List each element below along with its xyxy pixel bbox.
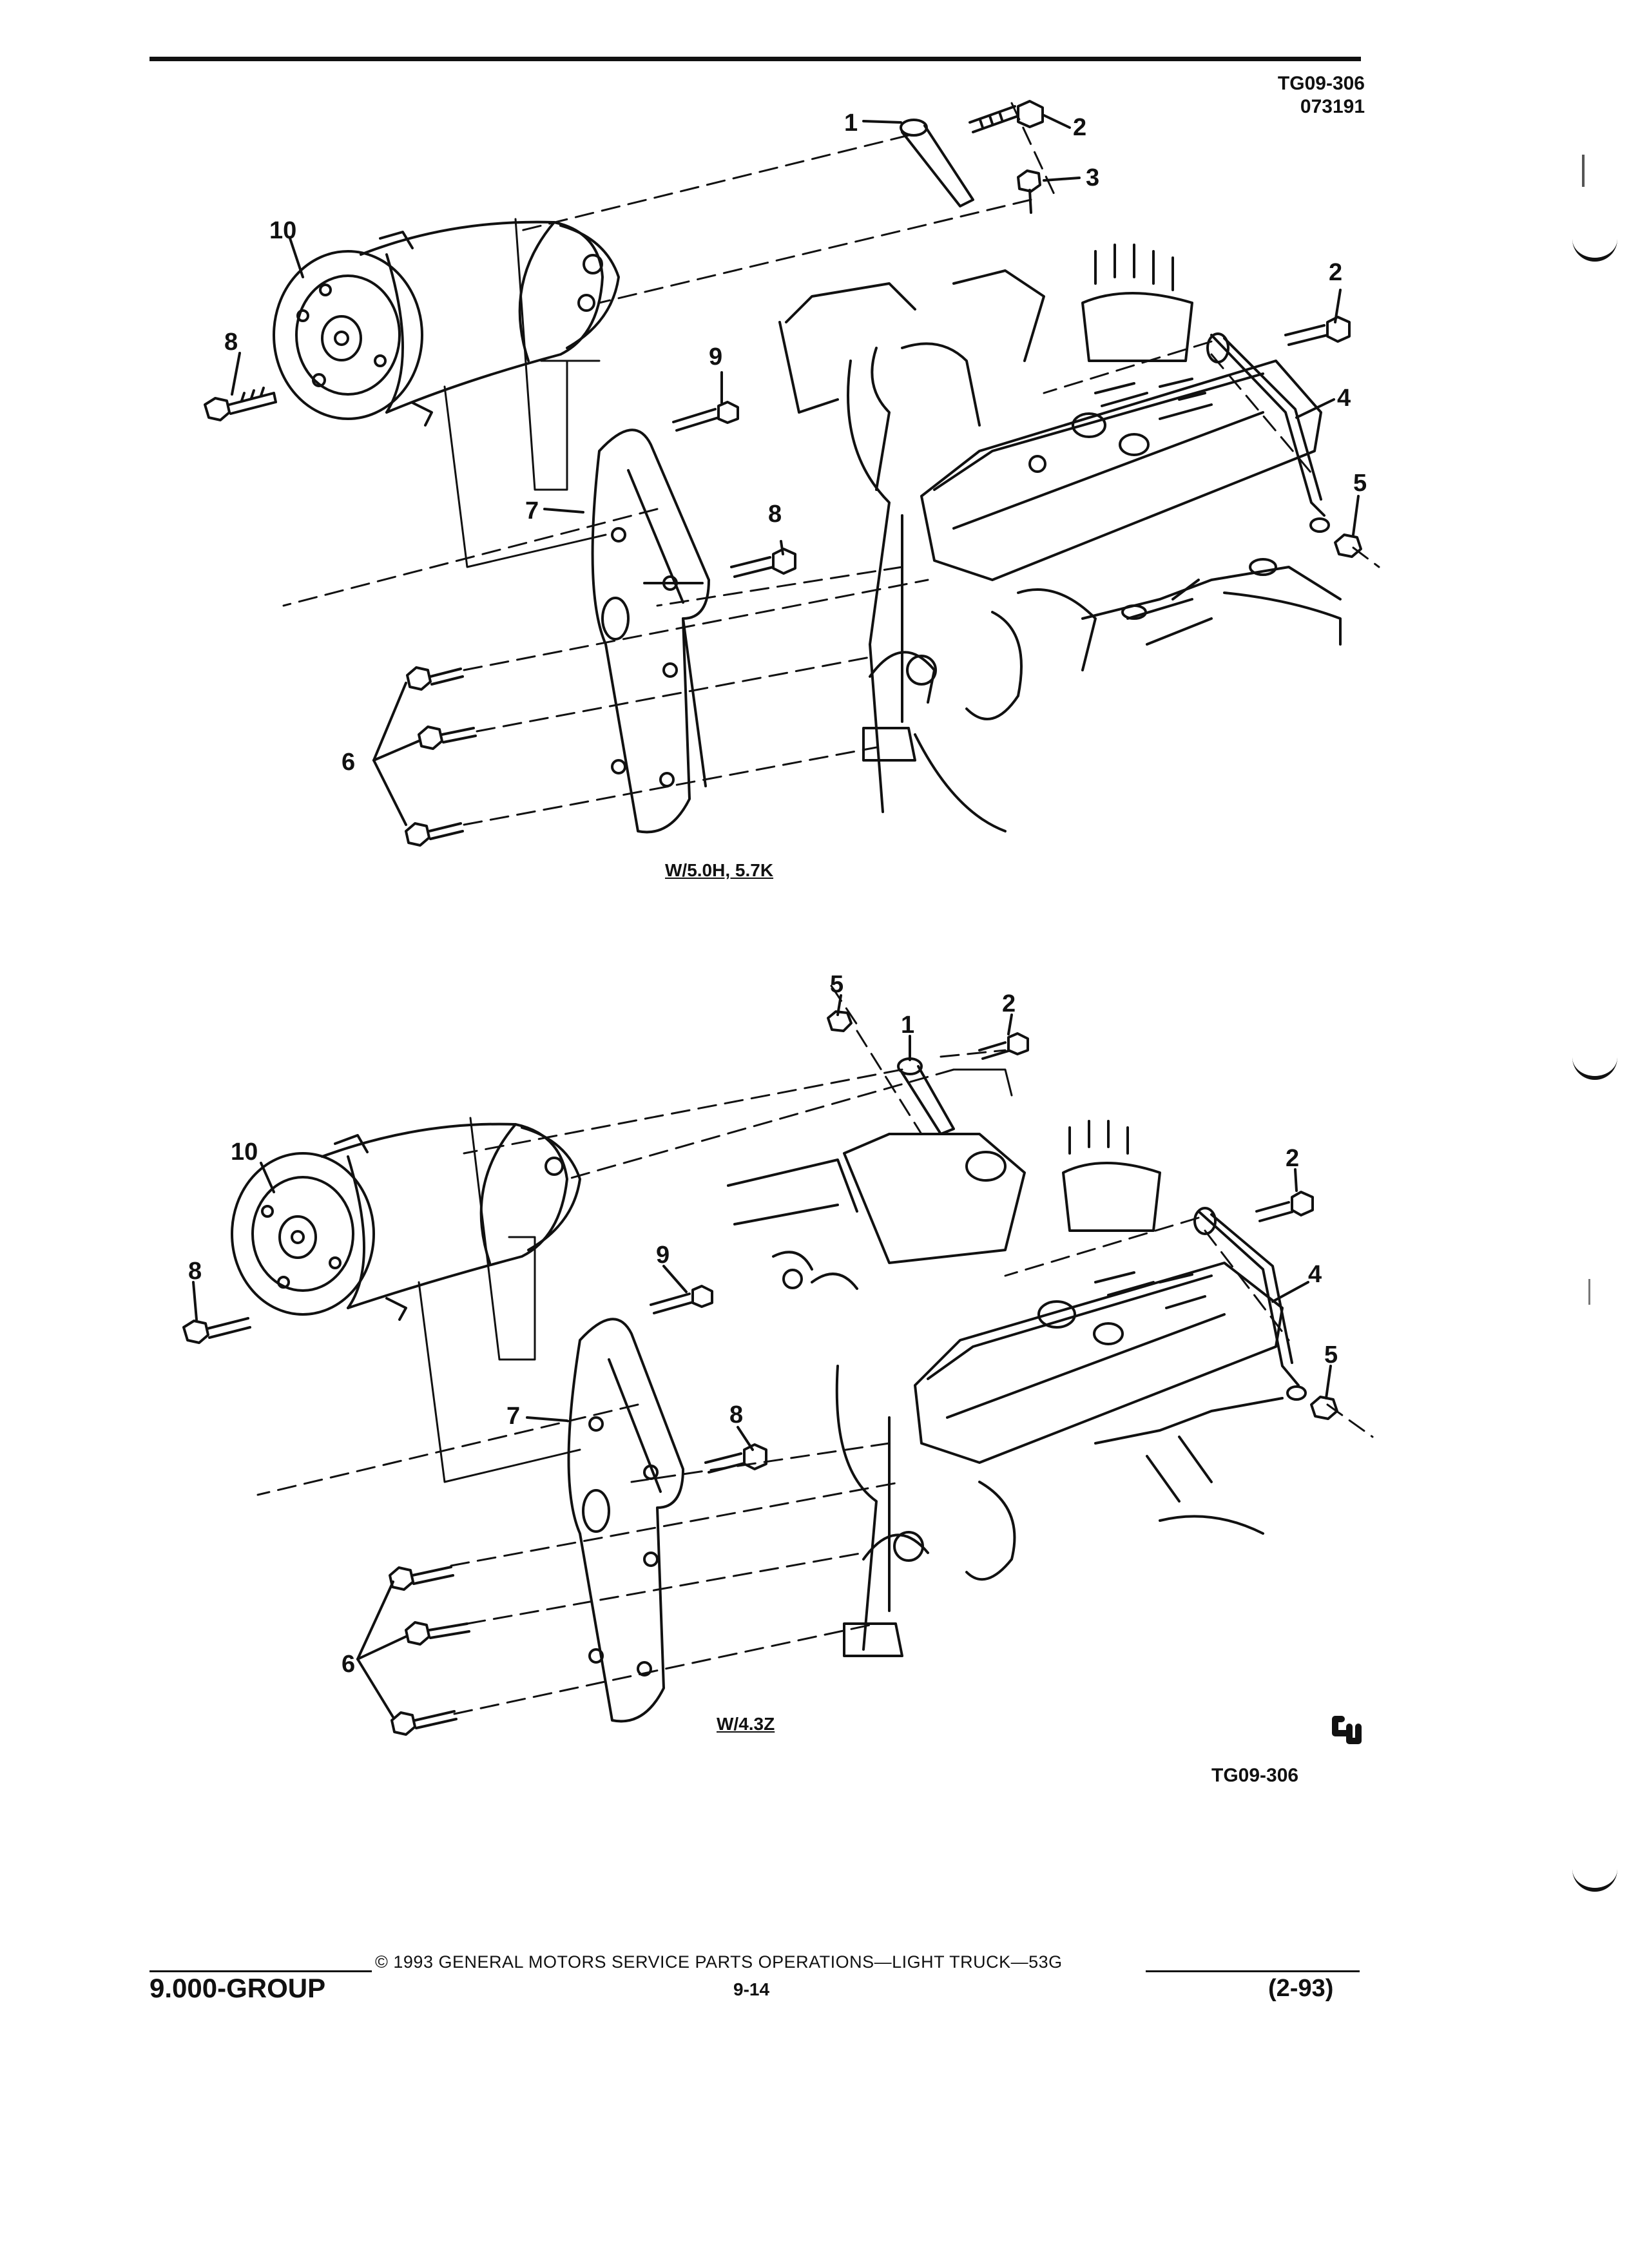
callout-10: 10 — [231, 1139, 258, 1166]
footer-group: 9.000-GROUP — [149, 1973, 326, 2003]
callout-8-left: 8 — [188, 1258, 202, 1285]
brace-1 — [897, 1057, 955, 1135]
nut-3 — [1017, 169, 1041, 214]
bolt-8-center — [730, 548, 796, 578]
callout-labels-top: 1 2 3 10 2 8 9 4 5 7 8 6 — [224, 110, 1367, 776]
alignment-lines — [282, 102, 1380, 826]
callout-8-center: 8 — [729, 1401, 743, 1428]
footer-copyright: © 1993 GENERAL MOTORS SERVICE PARTS OPER… — [375, 1952, 1063, 1972]
callout-1: 1 — [901, 1012, 914, 1039]
callout-8-center: 8 — [768, 501, 782, 528]
callout-labels-bottom: 5 2 1 10 2 8 9 4 5 7 8 6 — [188, 971, 1338, 1678]
bolt-8-left — [182, 1317, 251, 1344]
callout-6: 6 — [342, 749, 355, 776]
callout-8-left: 8 — [224, 329, 238, 356]
margin-mark — [1572, 238, 1617, 262]
footer-page-number: 9-14 — [733, 1979, 770, 1999]
margin-mark — [1572, 1869, 1617, 1892]
callout-5: 5 — [1353, 470, 1367, 497]
footer-date: (2-93) — [1268, 1975, 1334, 2002]
bolt-2-right — [1255, 1191, 1314, 1222]
callout-9: 9 — [709, 343, 722, 370]
callout-1: 1 — [844, 110, 858, 137]
exploded-view-top: 1 2 3 10 2 8 9 4 5 7 8 6 — [204, 100, 1380, 847]
callout-5-right: 5 — [1324, 1341, 1338, 1369]
bolt-2-top — [969, 100, 1044, 133]
callout-9: 9 — [656, 1242, 670, 1269]
callout-2-right: 2 — [1286, 1145, 1299, 1172]
exploded-view-bottom: 5 2 1 10 2 8 9 4 5 7 8 6 — [182, 971, 1374, 1744]
footer-rule-left — [149, 1970, 372, 1972]
callout-7: 7 — [506, 1403, 520, 1430]
engine-block — [727, 1120, 1284, 1657]
engine-block — [778, 244, 1342, 832]
callout-7: 7 — [525, 497, 539, 524]
alignment-lines — [256, 985, 1374, 1715]
callout-2-right: 2 — [1329, 259, 1342, 286]
bolts-6 — [405, 666, 477, 847]
bolt-9 — [672, 401, 739, 432]
bolt-2-top — [978, 1032, 1029, 1060]
footer-rule-right — [1146, 1970, 1360, 1972]
compressor — [231, 1122, 581, 1321]
header-rule — [149, 57, 1361, 61]
callout-4: 4 — [1337, 385, 1351, 412]
brace-1 — [900, 119, 974, 207]
nut-5-top — [827, 1010, 853, 1032]
edge-mark — [1588, 1279, 1590, 1305]
bracket-outline-lines — [443, 218, 607, 568]
figure-reference-bottom: TG09-306 — [1211, 1765, 1299, 1786]
callout-10: 10 — [269, 217, 296, 244]
callout-leaders — [192, 994, 1332, 1718]
compressor — [273, 220, 620, 427]
bolt-8-center — [704, 1443, 767, 1474]
callout-leaders — [231, 113, 1360, 826]
mounting-bracket-7 — [591, 428, 710, 834]
figure-ref-date: 073191 — [1300, 96, 1365, 117]
gm-logo — [1332, 1716, 1362, 1744]
callout-2-top: 2 — [1002, 990, 1016, 1017]
caption-bottom: W/4.3Z — [717, 1714, 775, 1734]
callout-6: 6 — [342, 1651, 355, 1678]
callout-5-top: 5 — [830, 971, 843, 998]
nut-5 — [1334, 533, 1362, 558]
bolt-2-right — [1284, 316, 1351, 346]
bolts-6 — [389, 1566, 470, 1736]
figure-ref-code: TG09-306 — [1277, 73, 1365, 94]
bracket-outline-lines — [418, 1068, 1013, 1483]
figure-reference: TG09-306 073191 — [1171, 72, 1365, 119]
callout-3: 3 — [1086, 164, 1099, 191]
bolt-8-left — [204, 387, 277, 421]
bolt-9 — [650, 1285, 713, 1314]
callout-4: 4 — [1308, 1261, 1322, 1288]
margin-mark — [1572, 1057, 1617, 1080]
caption-top: W/5.0H, 5.7K — [665, 860, 774, 880]
edge-mark — [1582, 155, 1585, 187]
callout-2: 2 — [1073, 114, 1086, 141]
mounting-bracket-7 — [567, 1318, 684, 1723]
